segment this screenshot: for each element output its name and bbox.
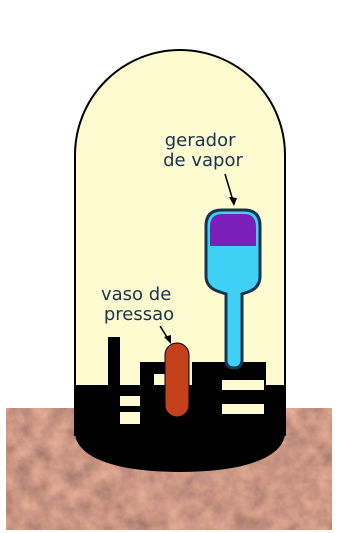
pressure-vessel-label-line1: vaso de [101,284,171,305]
pressure-vessel-label-line2: pressao [104,304,174,325]
steam-generator-label-line1: gerador [165,130,236,151]
steam-generator-arrowhead [229,197,237,206]
steam-generator-label: gerador de vapor [163,130,243,171]
pressure-vessel-label: vaso de pressao [101,284,177,325]
steam-chamber [210,214,256,246]
steam-generator [204,208,262,370]
pressure-vessel [164,342,190,418]
machinery-openings [120,380,264,424]
steam-generator-label-line2: de vapor [163,150,243,171]
pressure-vessel-arrowhead [164,335,171,344]
